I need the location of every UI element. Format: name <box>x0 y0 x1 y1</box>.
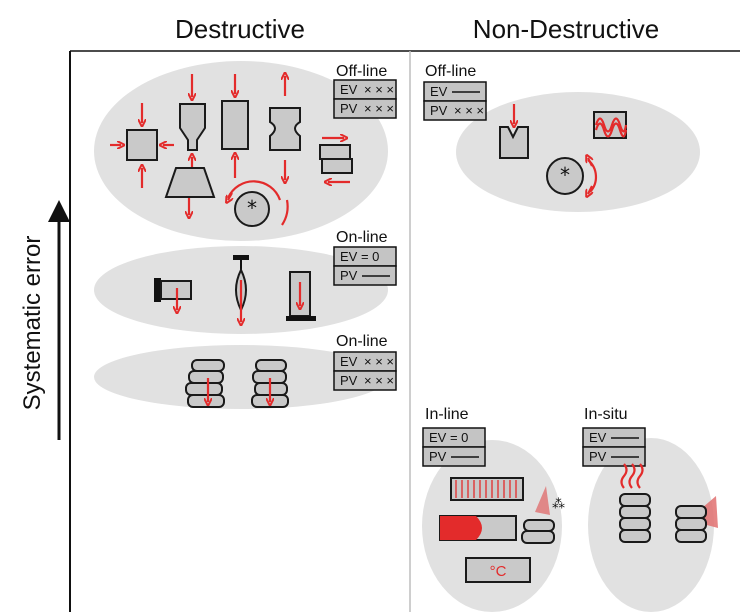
svg-text:⁂: ⁂ <box>552 497 565 512</box>
non-destructive-header: Non-Destructive <box>473 14 659 44</box>
pv-label: PV <box>340 101 358 116</box>
pv-dotted-mark: × × × <box>364 373 394 388</box>
spectroscopy-sample-icon <box>593 111 628 139</box>
shear-test-icon <box>319 138 353 182</box>
systematic-error-arrow <box>48 200 70 440</box>
ev-pv-badge: EV = 0 PV <box>422 427 486 467</box>
y-axis-label: Systematic error <box>19 236 46 411</box>
temperature-unit: °C <box>490 563 507 580</box>
ev-pv-badge: EV PV × × × <box>423 81 487 121</box>
ev-label: EV <box>340 354 358 369</box>
ev-pv-badge: EV PV × × × × × × <box>333 351 397 391</box>
ev-label: EV = 0 <box>429 430 468 445</box>
indenter-icon <box>233 255 249 322</box>
temperature-sensor-icon: °C <box>465 557 531 583</box>
heated-extrusion-icon <box>439 515 517 541</box>
ev-pv-badge: EV PV <box>582 427 646 467</box>
svg-text:*: * <box>247 196 257 220</box>
group-nondestructive-inline: In-line EV = 0 PV <box>422 406 565 612</box>
group-nondestructive-offline: Off-line EV PV × × × * <box>423 63 700 212</box>
ev-pv-badge: EV PV × × × × × × <box>333 79 397 119</box>
spray-sensor-icon: ⁂ <box>521 486 565 544</box>
indentation-sample-icon <box>499 104 529 159</box>
compression-test-icon <box>110 103 174 188</box>
group-label: In-situ <box>584 406 628 423</box>
notched-specimen-icon <box>269 76 301 180</box>
platform-sample-icon <box>286 271 316 321</box>
group-nondestructive-insitu: In-situ EV PV <box>582 406 718 612</box>
pv-dotted-mark: × × × <box>364 101 394 116</box>
ev-pv-badge: EV = 0 PV <box>333 246 397 286</box>
group-destructive-online-1: On-line EV = 0 PV <box>94 229 397 334</box>
stacked-pellets-icon-1 <box>185 359 225 408</box>
ev-label: EV <box>340 82 358 97</box>
wedge-test-icon <box>164 167 216 215</box>
group-destructive-online-2: On-line EV PV × × × × × × <box>94 333 397 409</box>
optical-sensor-stack-icon <box>675 496 718 543</box>
pv-label: PV <box>589 449 607 464</box>
group-destructive-offline: Off-line EV PV × × × × × × <box>94 61 397 241</box>
group-ellipse <box>456 92 700 212</box>
pv-label: PV <box>429 449 447 464</box>
destructive-header: Destructive <box>175 14 305 44</box>
rotating-disk-icon: * <box>546 158 598 194</box>
clamped-sample-icon <box>154 278 192 310</box>
svg-text:× × ×: × × × <box>364 101 394 116</box>
tensile-bar-icon <box>221 74 249 178</box>
ev-label: EV <box>430 84 448 99</box>
pressure-field-icon <box>450 477 524 501</box>
pv-label: PV <box>340 373 358 388</box>
group-ellipse <box>94 345 388 409</box>
heat-waves-stack-icon <box>619 463 651 543</box>
group-label: On-line <box>336 229 388 246</box>
ev-dotted-mark: × × × <box>364 354 394 369</box>
pv-dotted-mark: × × × <box>454 103 484 118</box>
group-label: On-line <box>336 333 388 350</box>
svg-text:*: * <box>560 163 570 187</box>
pv-label: PV <box>430 103 448 118</box>
group-label: Off-line <box>425 63 476 80</box>
pv-label: PV <box>340 268 358 283</box>
rotation-test-icon: * <box>228 180 289 227</box>
stacked-pellets-icon-2 <box>251 359 289 408</box>
group-label: Off-line <box>336 63 387 80</box>
svg-text:× × ×: × × × <box>364 82 394 97</box>
group-label: In-line <box>425 406 469 423</box>
ev-label: EV = 0 <box>340 249 379 264</box>
ev-label: EV <box>589 430 607 445</box>
ev-dotted-mark: × × × <box>364 82 394 97</box>
